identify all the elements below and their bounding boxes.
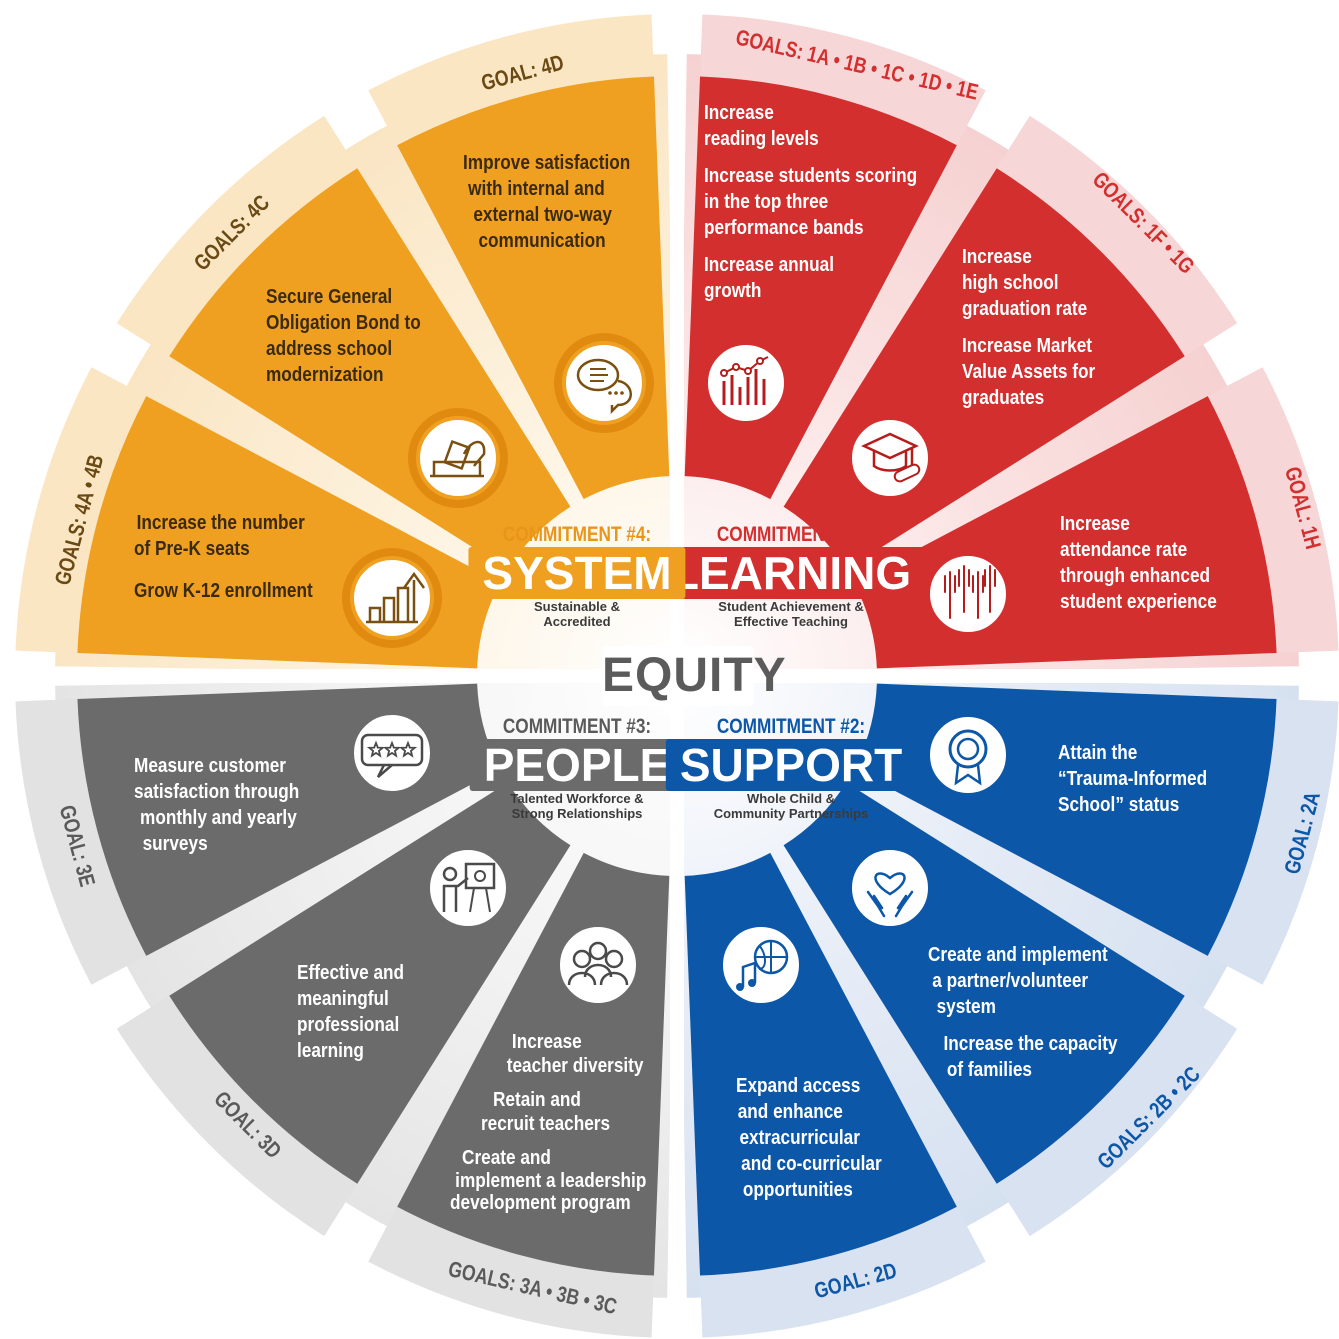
icon-badge-2b-2c bbox=[848, 846, 932, 930]
equity-center-label: EQUITY bbox=[602, 646, 786, 706]
speech-bubbles-icon bbox=[576, 358, 632, 415]
people-group-icon bbox=[567, 941, 629, 986]
commitment-support-name: SUPPORT bbox=[665, 739, 917, 791]
award-ribbon-icon bbox=[948, 729, 988, 786]
commitment-system-subtitle: Sustainable &Accredited bbox=[534, 599, 620, 629]
raised-hands-icon bbox=[944, 565, 996, 619]
icon-badge-2a bbox=[926, 713, 1010, 797]
goal-band-3d bbox=[116, 971, 382, 1237]
heart-hands-icon bbox=[866, 872, 914, 918]
presenter-board-icon bbox=[442, 862, 496, 913]
chart-icon bbox=[720, 356, 769, 405]
commitment-people-subtitle: Talented Workforce &Strong Relationships bbox=[510, 791, 644, 821]
growth-arrow-icon bbox=[366, 571, 426, 624]
commitment-people: COMMITMENT #3: PEOPLE Talented Workforce… bbox=[469, 715, 685, 821]
commitment-system-name: SYSTEM bbox=[468, 547, 686, 599]
commitment-learning: COMMITMENT #1: LEARNING Student Achievem… bbox=[656, 523, 926, 629]
graduation-cap-icon bbox=[861, 432, 921, 483]
icon-badge-4c bbox=[416, 416, 500, 500]
commitment-learning-heading: COMMITMENT #1: bbox=[716, 523, 866, 546]
commitment-people-heading: COMMITMENT #3: bbox=[502, 715, 652, 738]
commitment-system-heading: COMMITMENT #4: bbox=[502, 523, 652, 546]
goal-band-4c bbox=[116, 115, 382, 381]
goal-band-2b-2c bbox=[972, 971, 1238, 1237]
icon-badge-4d bbox=[562, 341, 646, 425]
commitment-support-heading: COMMITMENT #2: bbox=[716, 715, 866, 738]
music-ball-icon bbox=[736, 939, 789, 991]
commitment-people-name: PEOPLE bbox=[469, 739, 685, 791]
commitment-learning-subtitle: Student Achievement &Effective Teaching bbox=[718, 599, 864, 629]
icon-badge-2d bbox=[719, 923, 803, 1007]
ballot-box-icon bbox=[430, 439, 486, 478]
commitment-support: COMMITMENT #2: SUPPORT Whole Child &Comm… bbox=[665, 715, 917, 821]
star-rating-icon bbox=[360, 733, 424, 778]
commitment-system: COMMITMENT #4: SYSTEM Sustainable &Accre… bbox=[468, 523, 686, 629]
commitment-support-subtitle: Whole Child &Community Partnerships bbox=[713, 791, 869, 821]
commitment-learning-name: LEARNING bbox=[656, 547, 926, 599]
goal-band-1f-1g bbox=[972, 115, 1238, 381]
icon-badge-1a-1e bbox=[704, 341, 788, 425]
icon-badge-1h bbox=[926, 552, 1010, 636]
